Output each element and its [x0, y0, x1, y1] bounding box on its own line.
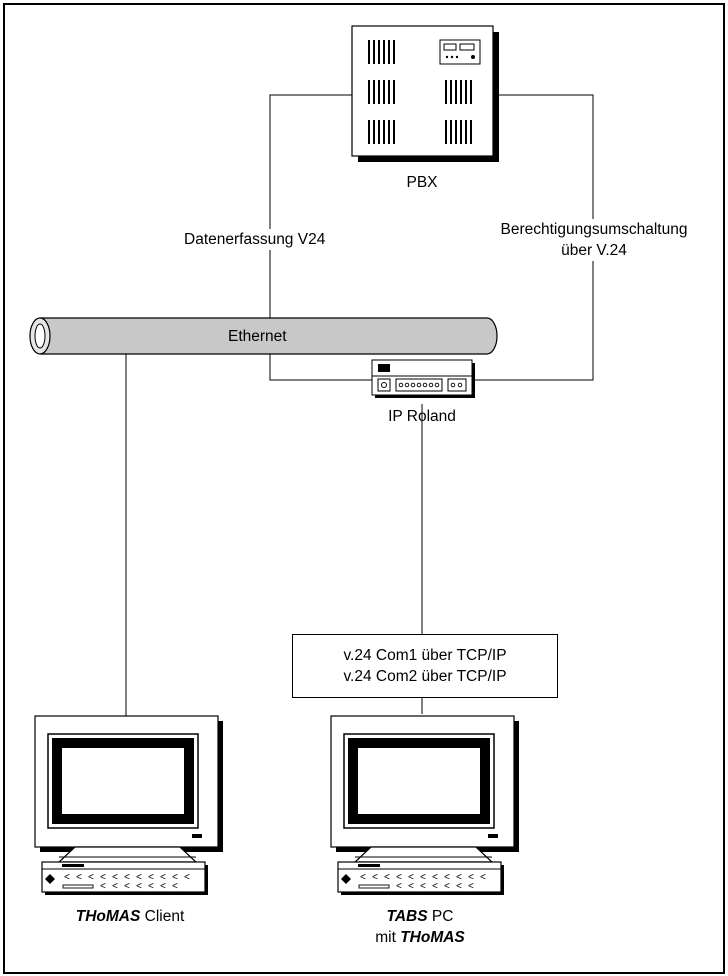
ethernet-label: Ethernet [227, 326, 288, 347]
link-left-label: Datenerfassung V24 [180, 229, 330, 250]
svg-text:< < < < < < <: < < < < < < < [396, 882, 474, 893]
svg-text:< < < < < < < < < < <: < < < < < < < < < < < [360, 873, 486, 884]
svg-text:< < < < < < < < < < <: < < < < < < < < < < < [64, 873, 190, 884]
link-right-label: Berechtigungsumschaltung über V.24 [470, 219, 718, 261]
link-right-label-line2: über V.24 [561, 242, 627, 259]
link-client [125, 335, 230, 716]
com-port-line1: v.24 Com1 über TCP/IP [343, 647, 507, 664]
ip-roland-device [371, 359, 475, 398]
com-port-line2: v.24 Com2 über TCP/IP [343, 668, 507, 685]
computer-thomas-client: < < < < < < < < < < < < < < < < < < [34, 715, 223, 895]
tabs-pc-caption: TABS PC mit THoMAS [350, 906, 490, 948]
pbx-vent-slots [368, 40, 472, 144]
com-port-box: v.24 Com1 über TCP/IP v.24 Com2 über TCP… [292, 634, 558, 698]
pbx-cabinet [351, 25, 499, 162]
link-right-label-line1: Berechtigungsumschaltung [500, 221, 688, 238]
keyboard-icon: < < < < < < < < < < < < < < < < < < [41, 861, 208, 895]
monitor-icon [330, 715, 519, 852]
pbx-control-panel [439, 39, 481, 65]
ip-roland-label: IP Roland [388, 408, 456, 425]
diagram-frame [3, 3, 725, 974]
client-suffix: Client [140, 908, 185, 925]
pbx-label: PBX [406, 174, 438, 191]
computer-tabs-pc: < < < < < < < < < < < < < < < < < < [330, 715, 519, 895]
tabs-pc-line2-product: THoMAS [400, 929, 465, 946]
client-product-name: THoMAS [75, 908, 141, 925]
client-caption: THoMAS Client [60, 906, 200, 927]
keyboard-icon: < < < < < < < < < < < < < < < < < < [337, 861, 504, 895]
tabs-pc-suffix: PC [427, 908, 454, 925]
monitor-icon [34, 715, 223, 852]
tabs-product-name: TABS [386, 908, 428, 925]
tabs-pc-line2-prefix: mit [375, 929, 401, 946]
svg-text:< < < < < < <: < < < < < < < [100, 882, 178, 893]
